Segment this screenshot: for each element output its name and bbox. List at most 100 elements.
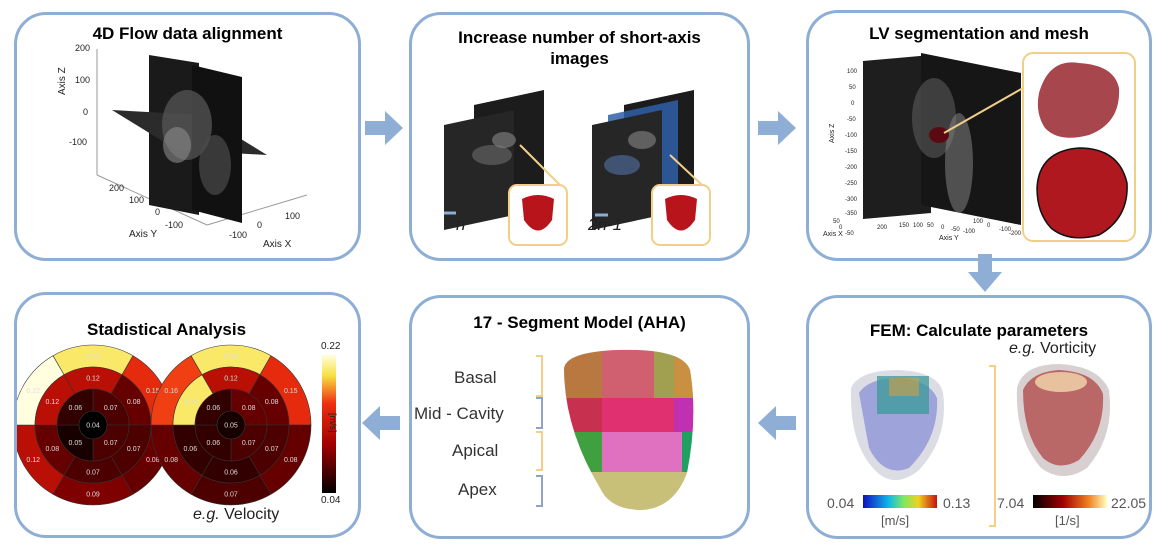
bullseye-right-mid-value: 0.07: [265, 446, 279, 453]
bullseye-right-apical-value: 0.07: [242, 440, 256, 447]
panel-title: 17 - Segment Model (AHA): [473, 313, 686, 332]
x-tick: -100: [229, 230, 248, 240]
bullseye-right-basal-value: 0.08: [284, 457, 298, 464]
panel-title: Stadistical Analysis: [87, 320, 247, 339]
param-text: Velocity: [224, 506, 280, 523]
z-tick: 0: [851, 101, 855, 107]
bullseye-left-apex-segment: [78, 410, 108, 440]
bullseye-right-apical-value: 0.06: [207, 440, 221, 447]
panel-title: Increase number of short-axis images: [458, 28, 701, 68]
z-tick: -300: [845, 197, 858, 203]
panel-statistical-analysis: Stadistical Analysis 0.20 0.15 0.08 0.09 0.1…: [14, 292, 361, 538]
bullseye-left-mid-value: 0.08: [127, 399, 141, 406]
z-tick: 100: [847, 69, 858, 75]
lv-3d-plot: [863, 52, 1136, 242]
x-tick: 100: [285, 211, 301, 221]
y-tick: 0: [987, 223, 991, 229]
bullseye-right-mid-value: 0.20: [183, 399, 197, 406]
bullseye-right-apical-value: 0.06: [207, 405, 221, 412]
y-tick: -50: [951, 227, 960, 233]
eg-text: e.g.: [1009, 340, 1036, 357]
x-tick: -50: [845, 231, 854, 237]
bullseye-left-basal-value: 0.15: [146, 388, 160, 395]
alignment-3d-plot: [96, 49, 308, 226]
y-tick: 50: [927, 223, 934, 229]
z-tick: -350: [845, 211, 858, 217]
panel-aha-model: 17 - Segment Model (AHA) Basal Mid - Cav…: [409, 295, 750, 539]
panel-4d-flow-alignment: 4D Flow data alignment 200 100 0 -100 Ax…: [14, 12, 361, 261]
z-tick: -150: [845, 149, 858, 155]
y-tick: -100: [999, 227, 1012, 233]
axis-x-label: Axis X: [823, 231, 843, 238]
velocity-scale-max: 0.13: [943, 495, 971, 511]
panel-lv-segmentation: LV segmentation and mesh Axis Z 100 50 0…: [806, 10, 1152, 261]
bullseye-right-mid-value: 0.06: [224, 470, 238, 477]
fem-renders: [850, 364, 1111, 527]
colorbar-unit: [m/s]: [328, 413, 338, 433]
panel-title: 4D Flow data alignment: [92, 24, 283, 43]
y-tick: 200: [877, 225, 888, 231]
z-tick: 50: [849, 85, 856, 91]
eg-text: e.g.: [193, 506, 220, 523]
vorticity-scale-max: 22.05: [1111, 495, 1147, 511]
arrow-left-icon: [362, 406, 400, 440]
param-text: Vorticity: [1040, 340, 1097, 357]
bullseye-right-basal-value: 0.15: [284, 388, 298, 395]
arrow-down-icon: [968, 254, 1002, 292]
bullseye-right-apex-value: 0.05: [224, 423, 238, 430]
y-tick: 100: [129, 195, 145, 205]
vorticity-unit: [1/s]: [1055, 513, 1080, 528]
bullseye-left-basal-value: 0.08: [146, 457, 160, 464]
param-caption: e.g. Vorticity: [1009, 340, 1096, 358]
y-tick: 150: [899, 223, 910, 229]
bullseye-right-basal-value: 0.08: [164, 457, 178, 464]
y-tick: 0: [941, 225, 945, 231]
bullseye-left-basal-value: 0.09: [86, 492, 100, 499]
x-tick: 0: [257, 220, 263, 230]
bullseye-left-mid-value: 0.12: [86, 376, 100, 383]
axis-y-label: Axis Y: [129, 229, 158, 240]
y-tick: 0: [155, 207, 161, 217]
lv-mesh-icon: [1036, 147, 1128, 239]
aha-heart-model: [536, 349, 694, 511]
y-tick: 100: [973, 219, 984, 225]
panel-title: LV segmentation and mesh: [869, 24, 1089, 43]
bullseye-plots: 0.200.150.080.090.120.220.120.080.070.07…: [17, 344, 336, 506]
colorbar: [322, 355, 336, 493]
velocity-scale-min: 0.04: [827, 495, 855, 511]
bullseye-right-basal-value: 0.16: [164, 388, 178, 395]
panel-title: FEM: Calculate parameters: [869, 321, 1089, 340]
colorbar-min: 0.04: [321, 495, 341, 506]
bullseye-left-mid-value: 0.12: [45, 399, 59, 406]
aha-label-basal: Basal: [454, 368, 497, 387]
bullseye-left-basal-value: 0.20: [86, 354, 100, 361]
aha-label-mid-cavity: Mid - Cavity: [414, 404, 504, 423]
velocity-unit: [m/s]: [881, 513, 910, 528]
bullseye-right-basal-value: 0.20: [224, 354, 238, 361]
aha-label-apex: Apex: [458, 480, 497, 499]
bullseye-left-mid-value: 0.07: [127, 446, 141, 453]
aha-label-apical: Apical: [452, 441, 499, 460]
y-tick: -100: [165, 220, 184, 230]
axis-z-label: Axis Z: [829, 123, 836, 143]
bullseye-left-mid-value: 0.08: [45, 446, 59, 453]
x-tick: 50: [833, 219, 840, 225]
bullseye-left-apical-value: 0.07: [104, 440, 118, 447]
z-tick: -250: [845, 181, 858, 187]
bullseye-right-mid-value: 0.08: [265, 399, 279, 406]
bullseye-left-apical-value: 0.07: [104, 405, 118, 412]
arrow-right-icon: [365, 111, 403, 145]
z-tick: -100: [69, 137, 88, 147]
lv-surface-icon: [1037, 62, 1120, 138]
label-2n-1: 2n-1: [588, 215, 623, 234]
x-tick: 0: [839, 225, 843, 231]
z-tick: -100: [845, 133, 858, 139]
arrow-left-icon: [758, 406, 796, 440]
bullseye-right-mid-value: 0.12: [224, 376, 238, 383]
y-tick: 200: [109, 183, 125, 193]
bullseye-left-apical-value: 0.06: [69, 405, 83, 412]
bullseye-right-apex-segment: [216, 410, 246, 440]
label-n: n: [456, 215, 466, 234]
panel-fem: FEM: Calculate parameters e.g. Vorticity: [806, 295, 1152, 539]
z-tick: 100: [75, 75, 91, 85]
